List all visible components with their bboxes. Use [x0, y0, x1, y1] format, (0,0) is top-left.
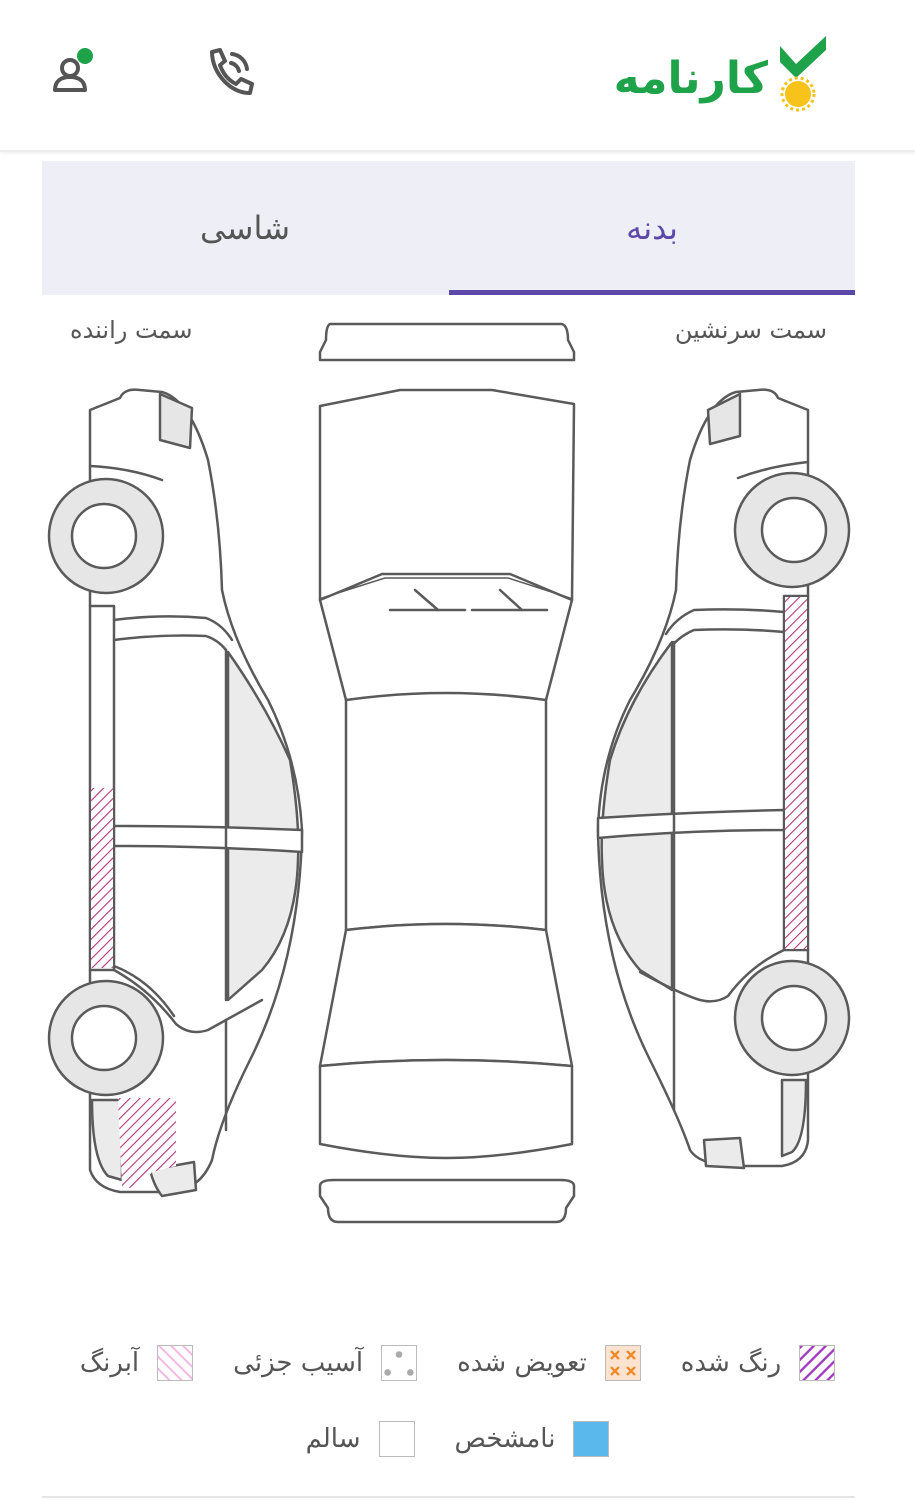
windshield[interactable]	[318, 572, 574, 702]
tab-body[interactable]: بدنه	[626, 209, 678, 247]
driver-rear-door-painted[interactable]	[91, 788, 113, 968]
rear-window[interactable]	[318, 922, 574, 1068]
user-icon	[53, 48, 93, 92]
painted-swatch	[799, 1345, 836, 1381]
legend-item-painted: رنگ شده	[680, 1345, 836, 1381]
passenger-side-label: سمت سرنشین	[674, 316, 827, 344]
roof[interactable]	[344, 691, 548, 932]
karnameh-logo-icon	[780, 36, 826, 112]
car-driver-side-view	[47, 388, 304, 1198]
legend-item-minor-damage: آسیب جزئی	[233, 1345, 418, 1381]
partial-paint-swatch	[157, 1345, 194, 1381]
legend-label-replaced: تعویض شده	[457, 1348, 587, 1378]
car-top-view	[318, 322, 576, 1224]
car-body-diagram	[47, 322, 851, 1224]
hood[interactable]	[318, 388, 576, 602]
front-bumper[interactable]	[318, 322, 576, 362]
car-passenger-side-view	[596, 388, 851, 1170]
trunk[interactable]	[318, 1058, 574, 1160]
logo-text: کارنامه	[613, 53, 769, 104]
call-button[interactable]	[204, 44, 256, 100]
legend-item-unknown: نامشخص	[455, 1421, 610, 1457]
driver-side-label: سمت راننده	[70, 316, 193, 344]
legend-label-healthy: سالم	[305, 1424, 361, 1454]
legend-row: رنگ شده تعویض شده آسیب جزئی	[0, 1335, 915, 1391]
legend-label-partial-paint: آبرنگ	[79, 1348, 140, 1378]
divider	[42, 1496, 855, 1498]
driver-rear-fender-painted[interactable]	[118, 1098, 176, 1189]
legend-label-painted: رنگ شده	[680, 1348, 782, 1378]
replaced-swatch	[604, 1345, 641, 1381]
karnameh-logo[interactable]: کارنامه	[598, 36, 830, 112]
phone-icon	[210, 48, 254, 95]
driver-side-body[interactable]	[88, 388, 304, 1194]
rear-bumper[interactable]	[318, 1178, 576, 1224]
healthy-swatch	[378, 1421, 415, 1457]
account-button[interactable]	[50, 44, 102, 100]
legend-item-healthy: سالم	[306, 1421, 415, 1457]
minor-damage-swatch	[381, 1345, 418, 1381]
passenger-doors-painted[interactable]	[785, 597, 807, 949]
tab-chassis[interactable]: شاسی	[199, 209, 291, 247]
legend-item-replaced: تعویض شده	[457, 1345, 641, 1381]
legend-label-minor-damage: آسیب جزئی	[233, 1348, 364, 1378]
unknown-swatch	[573, 1421, 610, 1457]
inspection-tabs: شاسی بدنه	[42, 161, 855, 295]
legend-label-unknown: نامشخص	[454, 1424, 556, 1454]
app-header: کارنامه	[0, 0, 915, 152]
legend-item-partial-paint: آبرنگ	[79, 1345, 194, 1381]
active-tab-indicator	[449, 290, 855, 295]
legend-row: نامشخص سالم	[0, 1411, 915, 1467]
damage-legend: رنگ شده تعویض شده آسیب جزئی	[0, 1335, 915, 1475]
